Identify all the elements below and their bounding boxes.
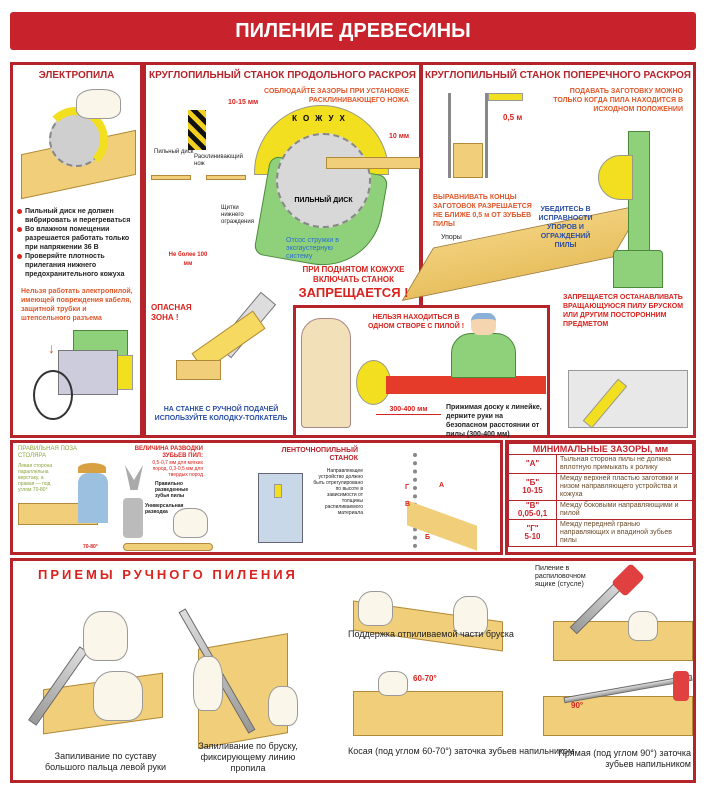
warning-stripes	[188, 110, 206, 150]
label-a: А	[439, 482, 445, 489]
dimension-10-15: 10-15 мм	[228, 99, 259, 106]
forbidden-label: ЗАПРЕЩАЕТСЯ !	[298, 285, 409, 300]
manual-heading: ПРИЕМЫ РУЧНОГО ПИЛЕНИЯ	[38, 567, 298, 582]
worker-illustration	[451, 333, 516, 378]
feed-note: ПОДАВАТЬ ЗАГОТОВКУ МОЖНО ТОЛЬКО КОГДА ПИ…	[553, 88, 683, 113]
angle-60-70: 60-70°	[413, 674, 437, 683]
electric-saw-rules: Пильный диск не должен вибрировать и пер…	[17, 207, 141, 279]
label-v: В	[405, 501, 411, 508]
panel-min-gaps: МИНИМАЛЬНЫЕ ЗАЗОРЫ, мм "А"Тыльная сторон…	[505, 440, 696, 555]
poster-title: ПИЛЕНИЕ ДРЕВЕСИНЫ	[10, 12, 696, 50]
blade-guard	[598, 155, 633, 200]
crosscut-heading: КРУГЛОПИЛЬНЫЙ СТАНОК ПОПЕРЕЧНОГО РАСКРОЯ	[425, 70, 691, 81]
label-shields: Щитки нижнего ограждения	[221, 205, 254, 225]
check-note: УБЕДИТЕСЬ В ИСПРАВНОСТИ УПОРОВ И ОГРАЖДЕ…	[538, 206, 593, 249]
rule-item: Во влажном помещении разрешается работат…	[17, 225, 141, 252]
joiner-figure	[78, 473, 108, 523]
caption-mitre-box: Пиление в распиловочном ящике (стусле)	[535, 565, 586, 588]
panel-manual-sawing: ПРИЕМЫ РУЧНОГО ПИЛЕНИЯ Запиливание по су…	[10, 558, 696, 783]
panel-rip-saw: КРУГЛОПИЛЬНЫЙ СТАНОК ПРОДОЛЬНОГО РАСКРОЯ…	[143, 62, 422, 438]
min-gaps-table: МИНИМАЛЬНЫЕ ЗАЗОРЫ, мм "А"Тыльная сторон…	[508, 443, 693, 547]
bandsaw-heading: ЛЕНТОЧНОПИЛЬНЫЙ СТАНОК	[281, 447, 358, 462]
align-note: ВЫРАВНИВАТЬ КОНЦЫ ЗАГОТОВОК РАЗРЕШАЕТСЯ …	[433, 194, 532, 228]
tool-label: Универсальная разводка	[145, 503, 184, 515]
saw-disk: ПИЛЬНЫЙ ДИСК	[276, 133, 371, 228]
blade-stop-illustration	[568, 370, 688, 429]
dimension-half-meter: 0,5 м	[503, 113, 523, 122]
band-guide-illustration: А Г В Б	[405, 453, 477, 551]
electric-saw-illustration	[21, 87, 136, 202]
table-row: "А"Тыльная сторона пилы не должна вплотн…	[508, 454, 693, 474]
bandsaw-illustration	[258, 473, 303, 543]
set-tool-illustration	[123, 498, 143, 538]
pusher-note: НА СТАНКЕ С РУЧНОЙ ПОДАЧЕЙ ИСПОЛЬЗУЙТЕ К…	[154, 406, 288, 422]
caption-thumb: Запиливание по суставу большого пальца л…	[44, 751, 167, 772]
set-text: 0,5-0,7 мм для мягких пород, 0,3-0,5 мм …	[152, 460, 203, 478]
label-b: Б	[425, 534, 431, 541]
caption-straight: Прямая (под углом 90°) заточка зубьев на…	[558, 748, 691, 769]
saw-guard	[356, 360, 391, 405]
set-pointer: Правильно разведенные зубья пилы	[155, 481, 189, 499]
angle-label: 70-80°	[83, 544, 98, 550]
rail	[386, 376, 546, 394]
raised-cover-warning: ПРИ ПОДНЯТОМ КОЖУХЕ ВКЛЮЧАТЬ СТАНОК	[302, 265, 405, 284]
min-gaps-heading: МИНИМАЛЬНЫЕ ЗАЗОРЫ, мм	[508, 443, 693, 455]
distance-dimension: 300-400 мм	[376, 405, 441, 415]
danger-zone-label: ОПАСНАЯ ЗОНА !	[151, 303, 192, 322]
caption-block: Запиливание по бруску, фиксирующему лини…	[198, 741, 298, 773]
rip-saw-heading: КРУГЛОПИЛЬНЫЙ СТАНОК ПРОДОЛЬНОГО РАСКРОЯ	[149, 70, 416, 81]
pusher-illustration	[176, 290, 286, 390]
statue-illustration	[301, 318, 351, 428]
exhaust-label: Отсос стружки в эксгаустерную систему	[286, 237, 339, 260]
dimension-10: 10 мм	[389, 133, 410, 140]
joiner-heading: ПРАВИЛЬНАЯ ПОЗА СТОЛЯРА	[18, 446, 78, 459]
panel-electric-saw: ЭЛЕКТРОПИЛА Пильный диск не должен вибри…	[10, 62, 143, 438]
panel-joiner-bandsaw: ПРАВИЛЬНАЯ ПОЗА СТОЛЯРА Левая сторона па…	[10, 440, 503, 555]
bandsaw-text: Направляющее устройство должно быть отре…	[313, 468, 363, 516]
label-disk: Пильный диск	[154, 149, 194, 155]
saw-line-heading: НЕЛЬЗЯ НАХОДИТЬСЯ В ОДНОМ СТВОРЕ С ПИЛОЙ…	[367, 314, 465, 330]
label-knife: Расклинивающий нож	[194, 154, 243, 167]
electric-saw-warning: Нельзя работать электропилой, имеющей по…	[21, 288, 133, 322]
rule-item: Пильный диск не должен вибрировать и пер…	[17, 207, 141, 225]
joiner-text: Левая сторона параллельна верстаку, а пр…	[18, 463, 53, 493]
hands-note: Прижимая доску к линейке, держите руки н…	[446, 404, 542, 438]
angle-90: 90°	[571, 701, 584, 710]
label-max: Не более 100 мм	[168, 252, 208, 267]
board	[326, 157, 421, 169]
gap-note: СОБЛЮДАЙТЕ ЗАЗОРЫ ПРИ УСТАНОВКЕ РАСКЛИНИ…	[263, 88, 409, 104]
electric-saw-heading: ЭЛЕКТРОПИЛА	[38, 70, 115, 81]
rollers-illustration	[448, 93, 488, 178]
stop-warning: ЗАПРЕЩАЕТСЯ ОСТАНАВЛИВАТЬ ВРАЩАЮЩУЮСЯ ПИ…	[563, 294, 684, 328]
stops-label: Упоры	[441, 234, 462, 241]
set-heading: ВЕЛИЧИНА РАЗВОДКИ ЗУБЬЕВ ПИЛ:	[134, 446, 203, 459]
caption-oblique: Косая (под углом 60-70°) заточка зубьев …	[348, 746, 575, 756]
damaged-cable-illustration: ↓	[33, 330, 138, 430]
caption-support: Поддержка отпиливаемой части бруска	[348, 629, 514, 639]
arrow-icon: ↓	[48, 340, 55, 356]
panel-saw-line: НЕЛЬЗЯ НАХОДИТЬСЯ В ОДНОМ СТВОРЕ С ПИЛОЙ…	[293, 305, 550, 438]
label-g: Г	[405, 484, 409, 491]
rule-item: Проверяйте плотность прилегания нижнего …	[17, 252, 141, 279]
